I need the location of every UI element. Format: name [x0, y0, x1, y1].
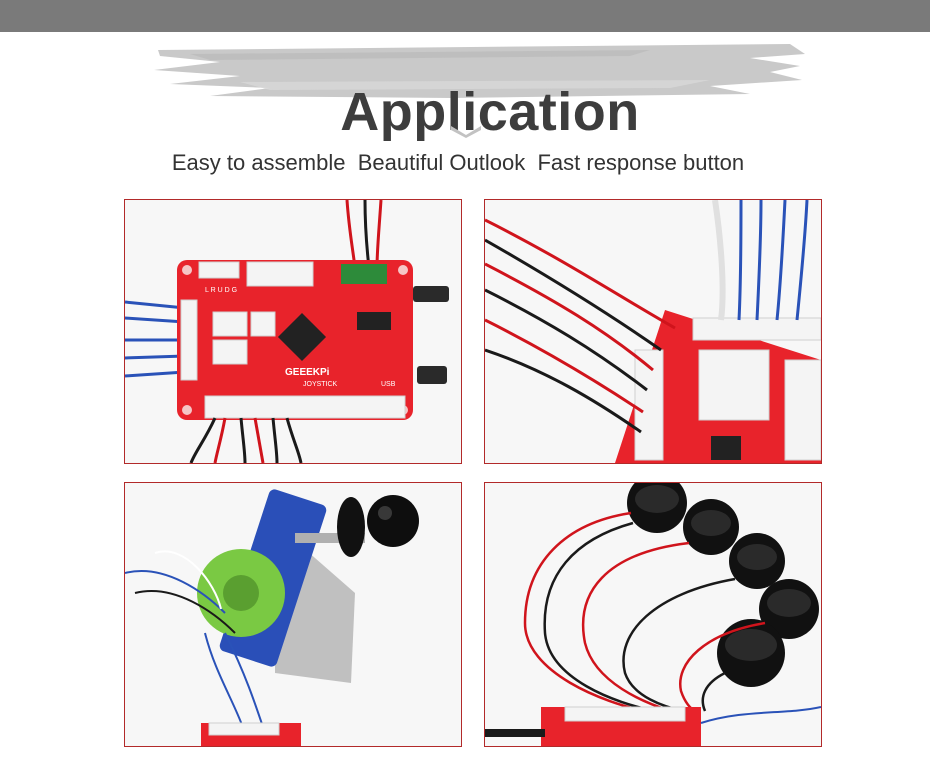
page-title: Application: [340, 82, 640, 142]
board-product-label: JOYSTICK: [303, 381, 338, 388]
top-banner-bar: [0, 0, 930, 32]
feature-subtitle: Easy to assemble Beautiful Outlook Fast …: [171, 150, 745, 175]
board-wires-closeup-photo: [484, 199, 822, 464]
board-usb-label: USB: [381, 381, 396, 388]
brush-stroke-background: [154, 44, 805, 98]
buttons-photo: [484, 482, 822, 747]
board-header-label: L R U D G: [205, 287, 237, 294]
board-brand-label: GEEEKPi: [285, 367, 330, 378]
joystick-photo: [124, 482, 462, 747]
chevron-down-icon: [451, 126, 481, 138]
board-overview-photo: GEEEKPi JOYSTICK L R U D G USB: [124, 199, 462, 464]
